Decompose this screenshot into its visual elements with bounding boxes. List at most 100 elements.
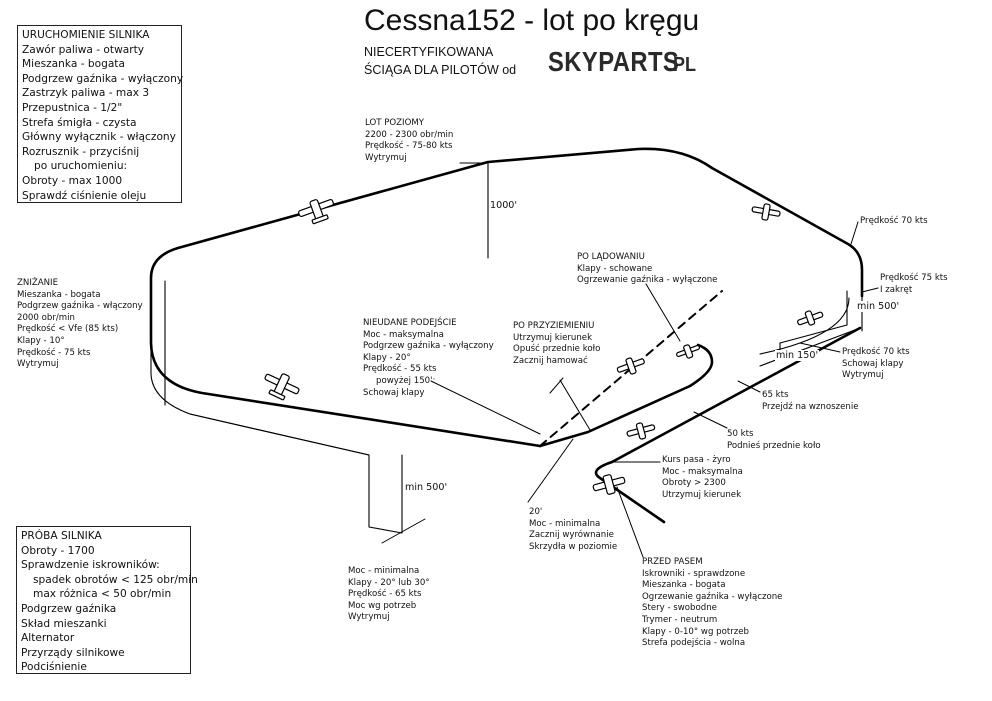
logo-main: SKYPARTS: [548, 46, 680, 77]
checklist-item: Obroty - 1700: [21, 544, 95, 557]
upper-pattern-path: [149, 147, 864, 448]
note-line: Moc - maksymalna: [662, 466, 743, 477]
final-approach-block: Moc - minimalna Klapy - 20° lub 30° Pręd…: [348, 566, 430, 624]
note-line: Klapy - schowane: [577, 263, 653, 274]
go-around-heading: NIEUDANE PODEJŚCIE: [363, 318, 457, 328]
note-line: Wytrymuj: [842, 370, 884, 381]
note-line: Trymer - neutrum: [642, 614, 718, 625]
checklist-item: Przepustnica - 1/2": [22, 101, 123, 114]
crosswind-block: Prędkość 70 kts: [860, 216, 928, 228]
checklist-item: po uruchomieniu:: [34, 160, 128, 173]
altitude-min150-label: min 150': [775, 350, 820, 361]
climb-block: 65 kts Przejdź na wznoszenie: [762, 390, 859, 413]
note-line: Podnieś przednie koło: [727, 440, 821, 451]
checklist-item: Podgrzew gaźnika: [21, 602, 117, 615]
note-line: Moc wg potrzeb: [348, 600, 417, 611]
note-line: 50 kts: [727, 429, 754, 439]
descent-block: ZNIŻANIE Mieszanka - bogata Podgrzew gaź…: [17, 278, 143, 371]
note-line: Wytrymuj: [17, 359, 59, 370]
airplane-icon-takeoff: [592, 474, 626, 495]
note-line: Stery - swobodne: [642, 603, 717, 614]
engine-test-heading: PRÓBA SILNIKA: [21, 530, 102, 542]
before-takeoff-block: PRZED PASEM Iskrowniki - sprawdzone Mies…: [642, 557, 782, 650]
logo-suffix: .PL: [668, 54, 697, 76]
note-line: Iskrowniki - sprawdzone: [642, 568, 746, 579]
checklist-item: Sprawdzenie iskrowników:: [21, 559, 160, 572]
note-line: Prędkość 75 kts: [880, 273, 948, 283]
airplane-icon-climb: [797, 310, 824, 326]
flare-block: 20' Moc - minimalna Zacznij wyrównanie S…: [529, 507, 617, 553]
note-line: Schowaj klapy: [363, 387, 425, 398]
checklist-item: Sprawdź ciśnienie oleju: [22, 189, 147, 202]
engine-start-heading: URUCHOMIENIE SILNIKA: [22, 29, 150, 41]
checklist-item: spadek obrotów < 125 obr/min: [33, 573, 198, 586]
note-line: 65 kts: [762, 390, 789, 400]
note-line: powyżej 150':: [376, 375, 436, 386]
takeoff-path: [594, 460, 666, 524]
engine-test-checklist: PRÓBA SILNIKA Obroty - 1700 Sprawdzenie …: [16, 526, 198, 674]
landing-path: [538, 343, 714, 448]
note-line: Moc - minimalna: [529, 518, 601, 529]
after-touchdown-block: PO PRZYZIEMIENIU Utrzymuj kierunek Opuść…: [513, 321, 600, 367]
note-line: Prędkość - 65 kts: [348, 589, 422, 600]
checklist-item: Zawór paliwa - otwarty: [22, 43, 145, 56]
note-line: Opuść przednie koło: [513, 344, 601, 355]
checklist-item: max różnica < 50 obr/min: [33, 588, 172, 601]
go-around-block: NIEUDANE PODEJŚCIE Moc - maksymalna Podg…: [363, 318, 494, 399]
note-line: Schowaj klapy: [842, 358, 904, 369]
checklist-item: Podgrzew gaźnika - wyłączony: [22, 72, 184, 85]
before-takeoff-heading: PRZED PASEM: [642, 557, 703, 567]
note-line: Klapy - 20° lub 30°: [348, 577, 430, 588]
note-line: Strefa podejścia - wolna: [642, 638, 746, 649]
note-line: Klapy - 0-10° wg potrzeb: [642, 626, 750, 637]
subtitle-line-2: ŚCIĄGA DLA PILOTÓW od: [364, 63, 517, 77]
note-line: Wytrymuj: [348, 612, 390, 623]
altitude-1000-label: 1000': [489, 200, 519, 211]
note-line: Moc - maksymalna: [363, 329, 444, 340]
airplane-icon-final: [616, 357, 645, 375]
note-line: Zacznij hamować: [513, 355, 588, 366]
takeoff-block: Kurs pasa - żyro Moc - maksymalna Obroty…: [662, 455, 743, 501]
note-line: Podgrzew gaźnika - włączony: [17, 301, 143, 312]
note-line: Prędkość < Vfe (85 kts): [17, 324, 119, 335]
note-line: Mieszanka - bogata: [642, 580, 726, 591]
descent-heading: ZNIŻANIE: [17, 278, 59, 288]
checklist-item: Zastrzyk paliwa - max 3: [22, 87, 150, 100]
airplane-icon-downwind: [298, 198, 334, 225]
turn1-block: Prędkość 75 kts I zakręt: [880, 273, 948, 296]
airplane-icon-landing: [676, 344, 700, 359]
note-line: Wytrymuj: [365, 152, 407, 163]
lower-pattern-path: [150, 373, 403, 534]
level-flight-heading: LOT POZIOMY: [365, 118, 425, 128]
note-line: Ogrzewanie gaźnika - wyłączone: [577, 275, 718, 286]
rotate-block: 50 kts Podnieś przednie koło: [727, 429, 821, 452]
note-line: Prędkość - 75-80 kts: [365, 141, 453, 152]
checklist-item: Skład mieszanki: [21, 617, 107, 630]
altitude-min500-right-label: min 500': [856, 301, 901, 312]
note-line: Klapy - 10°: [17, 335, 65, 346]
note-line: Utrzymuj kierunek: [513, 332, 593, 343]
checklist-item: Podciśnienie: [21, 661, 87, 674]
airplane-icon-crosswind: [751, 203, 781, 221]
note-line: 2000 obr/min: [17, 312, 75, 323]
after-landing-heading: PO LĄDOWANIU: [577, 252, 645, 262]
note-line: Mieszanka - bogata: [17, 289, 101, 300]
after-landing-block: PO LĄDOWANIU Klapy - schowane Ogrzewanie…: [577, 252, 717, 287]
note-line: Ogrzewanie gaźnika - wyłączone: [642, 591, 783, 602]
checklist-item: Przyrządy silnikowe: [21, 646, 125, 659]
note-line: Podgrzew gaźnika - wyłączony: [363, 341, 494, 352]
checklist-item: Mieszanka - bogata: [22, 58, 125, 71]
note-line: Kurs pasa - żyro: [662, 455, 731, 465]
note-line: Prędkość 70 kts: [842, 347, 910, 357]
note-line: 20': [529, 507, 543, 517]
checklist-item: Główny wyłącznik - włączony: [22, 131, 176, 144]
after-touchdown-heading: PO PRZYZIEMIENIU: [513, 321, 595, 331]
note-line: Prędkość - 75 kts: [17, 347, 91, 358]
subtitle-line-1: NIECERTYFIKOWANA: [364, 45, 494, 59]
note-line: Przejdź na wznoszenie: [762, 401, 859, 412]
note-line: Utrzymuj kierunek: [662, 489, 742, 500]
skyparts-logo: SKYPARTS.PL: [548, 46, 700, 78]
note-line: Moc - minimalna: [348, 566, 420, 576]
note-line: Prędkość 70 kts: [860, 216, 928, 226]
level-flight-block: LOT POZIOMY 2200 - 2300 obr/min Prędkość…: [365, 118, 453, 164]
